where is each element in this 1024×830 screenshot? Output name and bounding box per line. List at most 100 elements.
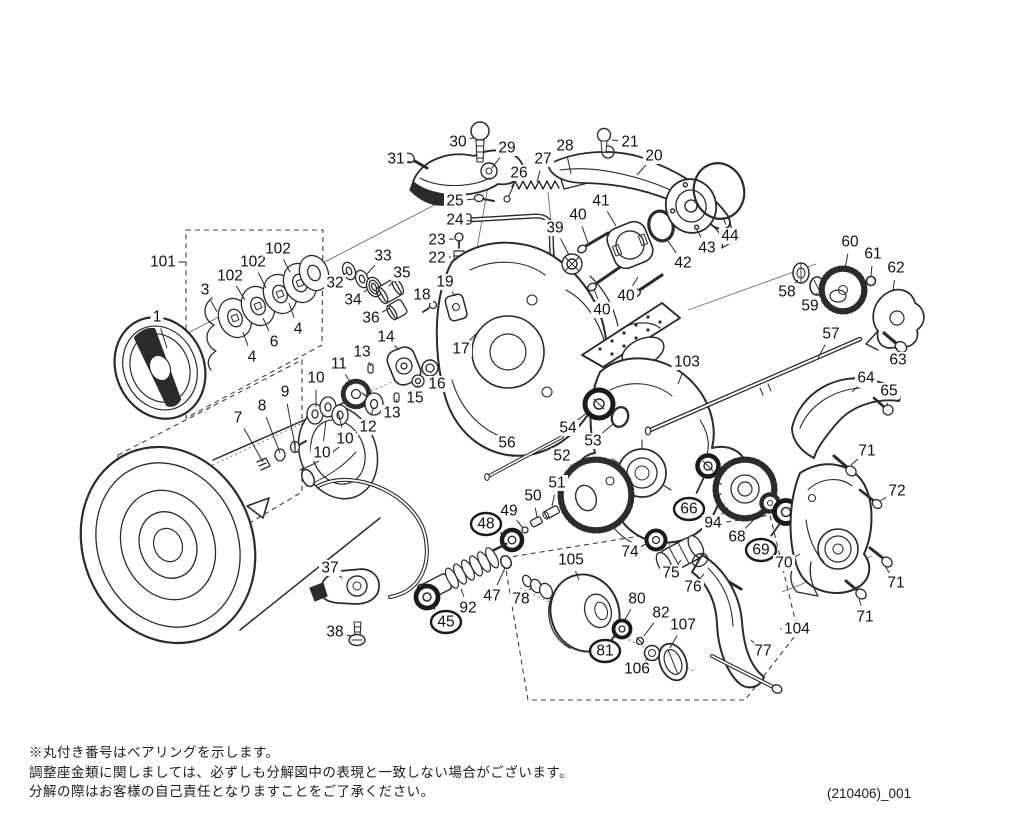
svg-text:21: 21 — [621, 134, 638, 151]
reel-body-drawing — [422, 241, 681, 457]
part-label-6: 6 — [262, 317, 281, 351]
svg-text:37: 37 — [321, 560, 338, 577]
svg-text:20: 20 — [645, 148, 663, 165]
svg-text:10: 10 — [313, 445, 331, 462]
svg-text:35: 35 — [393, 265, 410, 282]
shaft-78 — [521, 574, 554, 600]
part-label-78: 78 — [510, 587, 532, 608]
svg-text:25: 25 — [446, 193, 463, 210]
svg-text:28: 28 — [556, 138, 573, 155]
part-label-64: 64 — [851, 370, 877, 393]
svg-text:8: 8 — [258, 398, 267, 415]
svg-text:49: 49 — [500, 503, 517, 520]
part-13-pin — [393, 392, 400, 403]
screw-71a — [832, 454, 857, 477]
note-bearing: ※丸付き番号はベアリングを示します。 — [29, 745, 280, 760]
svg-text:41: 41 — [592, 193, 609, 210]
svg-text:18: 18 — [413, 287, 430, 304]
svg-text:40: 40 — [617, 288, 635, 305]
part-label-28: 28 — [554, 138, 576, 175]
svg-text:31: 31 — [387, 151, 404, 168]
svg-text:4: 4 — [248, 349, 257, 366]
part-label-53: 53 — [582, 423, 614, 450]
part-label-102: 102 — [214, 268, 246, 301]
svg-text:71: 71 — [887, 575, 904, 592]
washer-47 — [499, 554, 513, 570]
part-label-18: 18 — [411, 287, 433, 304]
svg-text:63: 63 — [889, 352, 906, 369]
svg-text:69: 69 — [752, 542, 769, 559]
part-58 — [792, 262, 810, 284]
part-label-71: 71 — [884, 565, 907, 592]
part-label-21: 21 — [611, 134, 641, 151]
svg-text:29: 29 — [498, 140, 515, 157]
svg-text:33: 33 — [374, 248, 391, 265]
svg-text:65: 65 — [880, 383, 897, 400]
part-label-82: 82 — [643, 605, 672, 637]
part-label-13: 13 — [381, 398, 403, 422]
trip-lever-drawing — [300, 468, 429, 647]
svg-text:13: 13 — [353, 344, 370, 361]
part-label-56: 56 — [496, 435, 518, 458]
spring-27 — [511, 180, 560, 190]
svg-text:32: 32 — [326, 275, 343, 292]
part-label-32: 32 — [324, 271, 348, 292]
part-50 — [529, 516, 543, 528]
lever-37 — [309, 568, 380, 605]
part-label-68: 68 — [726, 509, 764, 546]
svg-text:22: 22 — [428, 250, 445, 267]
note-disassembly: 分解の際はお客様の自己責任となりますことをご了承ください。 — [29, 784, 435, 799]
svg-text:7: 7 — [234, 410, 243, 427]
bearing-48 — [499, 527, 525, 553]
part-label-71: 71 — [854, 598, 876, 626]
part-label-40: 40 — [567, 207, 589, 244]
part-label-20: 20 — [636, 148, 665, 176]
part-label-42: 42 — [667, 240, 694, 272]
part-44-ring — [692, 162, 746, 220]
part-label-60: 60 — [839, 234, 861, 270]
part-label-10: 10 — [305, 370, 327, 407]
svg-text:77: 77 — [754, 643, 771, 660]
part-49 — [521, 526, 529, 534]
svg-text:52: 52 — [553, 448, 570, 465]
drag-knob-drawing — [113, 316, 207, 420]
svg-text:102: 102 — [217, 268, 243, 285]
svg-text:39: 39 — [546, 220, 563, 237]
spool-clicker — [246, 497, 270, 519]
part-label-45: 45 — [429, 605, 463, 635]
part-label-44: 44 — [719, 216, 741, 245]
part-label-11: 11 — [328, 356, 353, 386]
part-label-81: 81 — [588, 635, 622, 664]
part-label-25: 25 — [444, 193, 476, 210]
svg-text:24: 24 — [446, 212, 464, 229]
part-11-gear — [340, 378, 372, 410]
svg-text:1: 1 — [153, 309, 162, 326]
part-7-clip — [256, 457, 271, 471]
svg-text:62: 62 — [887, 260, 904, 277]
bearing-54 — [582, 387, 616, 421]
handle-arm-77 — [691, 552, 765, 689]
part-label-16: 16 — [426, 372, 448, 393]
part-label-39: 39 — [544, 220, 570, 256]
part-label-35: 35 — [388, 265, 413, 287]
part-label-94: 94 — [702, 507, 729, 532]
svg-text:60: 60 — [841, 234, 859, 251]
part-label-29: 29 — [491, 140, 518, 169]
svg-text:15: 15 — [406, 390, 423, 407]
part-label-51: 51 — [546, 475, 568, 507]
svg-text:9: 9 — [281, 384, 290, 401]
part-label-62: 62 — [885, 260, 907, 292]
bearing-45 — [413, 583, 441, 611]
svg-text:102: 102 — [240, 254, 266, 271]
doc-code: (210406)_001 — [827, 786, 912, 801]
svg-text:50: 50 — [524, 488, 542, 505]
part-label-76: 76 — [682, 573, 705, 596]
svg-text:43: 43 — [698, 240, 715, 257]
part-label-22: 22 — [426, 250, 452, 267]
reel-foot — [581, 302, 681, 368]
part-label-61: 61 — [862, 246, 884, 277]
footer-notes: ※丸付き番号はベアリングを示します。 調整座金類に関しましては、必ずしも分解図中… — [29, 743, 573, 802]
svg-text:42: 42 — [674, 255, 691, 272]
